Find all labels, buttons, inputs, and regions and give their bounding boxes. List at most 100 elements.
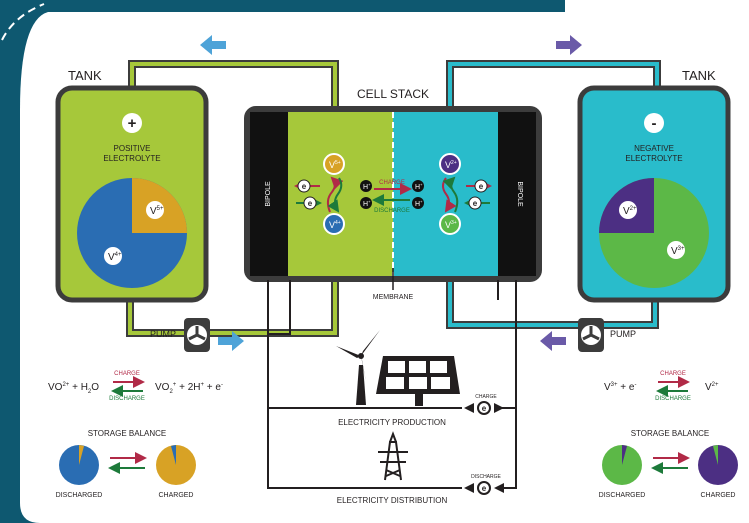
v3-label: V3+ <box>671 246 685 257</box>
v5-label: V5+ <box>150 206 164 217</box>
electron-right-bottom <box>468 196 482 210</box>
electron-left-bottom <box>303 196 317 210</box>
v2-ion-label: V2+ <box>445 160 457 170</box>
pie-right-charged <box>698 445 738 485</box>
membrane-label: MEMBRANE <box>373 294 414 301</box>
electron-left-bottom-label: e <box>308 199 313 208</box>
v2-label: V2+ <box>623 206 637 217</box>
pipe-top-left-fill <box>130 62 337 112</box>
bipole-left-label: BIPOLE <box>265 181 272 207</box>
storage-left-title: STORAGE BALANCE <box>88 429 167 438</box>
wire-distribution <box>267 280 462 489</box>
plus-sign-icon <box>122 113 142 133</box>
wire-discharge-label: DISCHARGE <box>471 474 501 480</box>
dashed-line <box>1 3 45 41</box>
left-equation-product: VO2+ + 2H+ + e- <box>155 382 223 395</box>
pie-positive <box>77 178 187 288</box>
svg-text:e: e <box>482 484 487 493</box>
electron-flow-charge: e <box>464 401 504 415</box>
wind-turbine-icon <box>336 330 380 405</box>
wire-charge-label: CHARGE <box>475 394 497 400</box>
flow-arrow-bottom-left <box>218 331 244 351</box>
electron-right-top-label: e <box>479 182 484 191</box>
right-eq-charge-label: CHARGE <box>660 371 686 377</box>
pump-right-label: PUMP <box>610 329 636 339</box>
tank-right-label-1: NEGATIVE <box>634 144 674 153</box>
bipole-right-label: BIPOLE <box>516 181 523 207</box>
pie-left-charged <box>156 445 196 485</box>
v4-ion <box>323 213 345 235</box>
proton-right-top <box>412 180 424 192</box>
bipole-left-plate <box>250 112 288 276</box>
right-eq-discharge-label: DISCHARGE <box>655 396 691 402</box>
left-equation: VO2+ + H2O <box>48 382 99 395</box>
flow-arrow-top-left <box>200 35 226 55</box>
minus-sign-icon <box>644 113 664 133</box>
v3-ion-label: V3+ <box>445 220 457 230</box>
storage-right-discharged-label: DISCHARGED <box>599 492 646 499</box>
pie-left-discharged <box>59 445 99 485</box>
positive-half-cell <box>288 112 393 276</box>
v2-ion <box>439 153 461 175</box>
left-eq-discharge-label: DISCHARGE <box>109 396 145 402</box>
right-equation-product: V2+ <box>705 382 719 393</box>
pie-negative <box>599 178 709 288</box>
v5-ion <box>323 153 345 175</box>
cell-stack-title: CELL STACK <box>357 87 429 101</box>
svg-text:e: e <box>482 404 487 413</box>
storage-left-charged-label: CHARGED <box>158 492 193 499</box>
pipe-bottom-left-fill <box>128 280 337 335</box>
electricity-distribution-label: ELECTRICITY DISTRIBUTION <box>337 496 448 505</box>
pump-left-icon <box>184 318 210 352</box>
v3-ion <box>439 213 461 235</box>
tank-right-sign: - <box>652 115 657 132</box>
bipole-right-plate <box>498 112 536 276</box>
tank-left-title: TANK <box>68 68 102 83</box>
pump-left-label: PUMP <box>150 329 176 339</box>
tank-right-title: TANK <box>682 68 716 83</box>
v5-bubble <box>146 201 164 219</box>
storage-right-title: STORAGE BALANCE <box>631 429 710 438</box>
electricity-production-label: ELECTRICITY PRODUCTION <box>338 418 446 427</box>
tank-left-label-2: ELECTROLYTE <box>103 154 160 163</box>
electron-right-bottom-label: e <box>473 199 478 208</box>
storage-left-discharged-label: DISCHARGED <box>56 492 103 499</box>
tank-left-sign: + <box>128 115 137 132</box>
v3-bubble <box>667 241 685 259</box>
v5-ion-label: V5+ <box>329 160 341 170</box>
flow-arrow-top-right <box>556 35 582 55</box>
proton-right-bottom <box>412 197 424 209</box>
electron-left-top-label: e <box>302 182 307 191</box>
proton-left-bottom <box>360 197 372 209</box>
proton-left-top <box>360 180 372 192</box>
wavy-arrow-green-right <box>442 176 459 213</box>
v4-bubble <box>104 247 122 265</box>
proton-left-top-label: H+ <box>363 182 371 191</box>
pie-right-discharged <box>602 445 642 485</box>
storage-right-charged-label: CHARGED <box>700 492 735 499</box>
panel-notch <box>565 0 749 12</box>
electron-left-top <box>297 179 311 193</box>
electron-right-top <box>474 179 488 193</box>
cell-discharge-label: DISCHARGE <box>374 208 410 214</box>
v4-ion-label: V4+ <box>329 220 341 230</box>
wire-distribution-right <box>500 408 517 489</box>
right-equation: V3+ + e- <box>604 382 636 393</box>
v4-label: V4+ <box>108 252 122 263</box>
tank-right-label-2: ELECTROLYTE <box>625 154 682 163</box>
power-pylon-icon <box>378 431 408 481</box>
cell-charge-label: CHARGE <box>379 180 405 186</box>
pump-right-icon <box>578 318 604 352</box>
v2-bubble <box>619 201 637 219</box>
proton-left-bottom-label: H+ <box>363 199 371 208</box>
solar-panel-icon <box>376 356 460 406</box>
left-eq-charge-label: CHARGE <box>114 371 140 377</box>
wavy-arrow-green-left <box>327 177 343 213</box>
flow-arrow-bottom-right <box>540 331 566 351</box>
proton-right-top-label: H+ <box>415 182 423 191</box>
electron-flow-discharge: e <box>464 481 504 495</box>
pipe-top-right-fill <box>448 62 659 112</box>
proton-right-bottom-label: H+ <box>415 199 423 208</box>
